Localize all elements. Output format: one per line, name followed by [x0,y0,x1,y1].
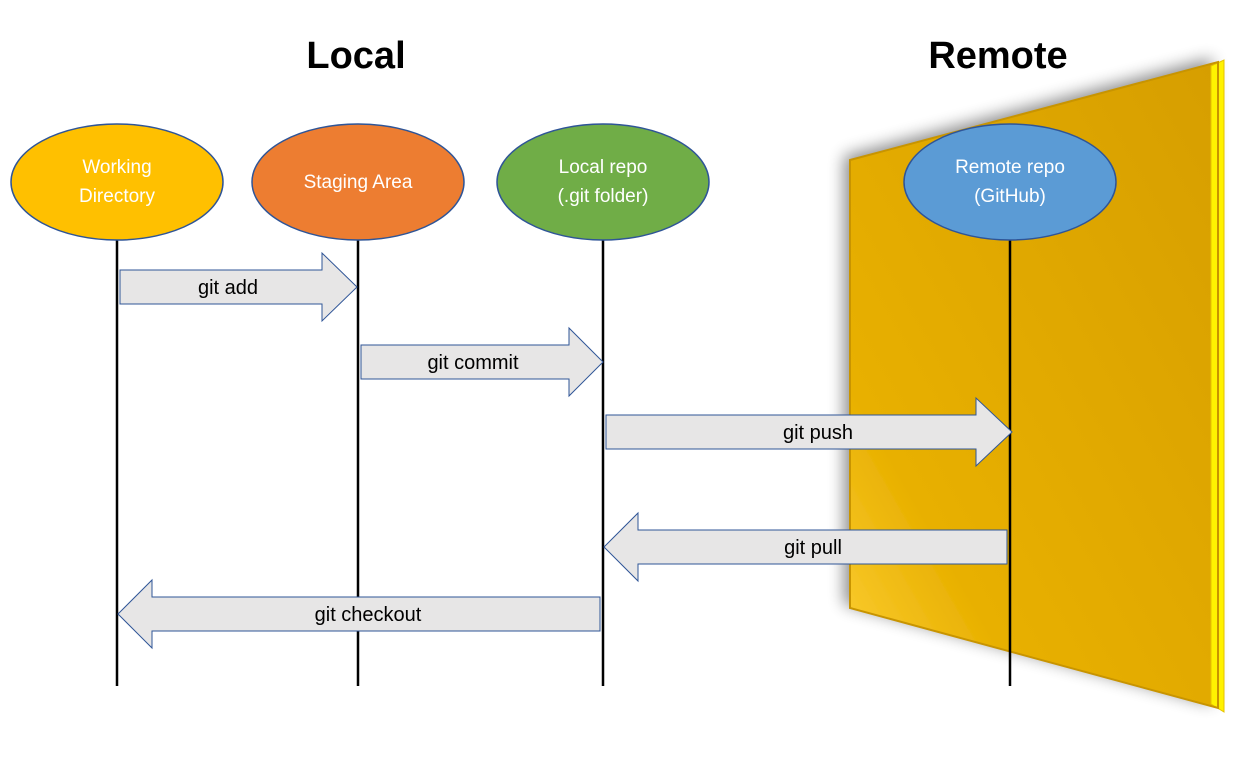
staging-area-label: Staging Area [304,172,413,193]
remote-heading: Remote [928,35,1067,77]
arrow-git-add: git add [119,251,358,323]
git-pull-arrow-shape [603,511,1008,583]
staging-area-ellipse [251,123,465,241]
node-staging-area: Staging Area [251,123,465,241]
remote-repo-ellipse [903,123,1117,241]
git-pull-label: git pull [784,537,842,559]
node-remote-repo: Remote repo (GitHub) [903,123,1117,241]
git-push-label: git push [783,422,853,444]
git-commit-label: git commit [427,352,519,374]
working-directory-label-line2: Directory [79,186,156,207]
git-commit-arrow-shape [360,326,604,398]
node-working-directory: Working Directory [10,123,224,241]
node-local-repo: Local repo (.git folder) [496,123,710,241]
arrow-git-push: git push [605,396,1013,468]
git-push-arrow-shape [605,396,1013,468]
remote-panel-rim [849,60,1219,710]
working-directory-label-line1: Working [82,157,151,178]
git-add-label: git add [198,277,258,299]
git-checkout-label: git checkout [315,604,422,626]
local-repo-ellipse [496,123,710,241]
remote-repo-label-line2: (GitHub) [974,186,1046,207]
local-repo-label-line2: (.git folder) [558,186,649,207]
git-checkout-arrow-shape [117,578,601,650]
git-add-arrow-shape [119,251,358,323]
remote-repo-label-line1: Remote repo [955,157,1065,178]
arrow-git-pull: git pull [603,511,1008,583]
local-heading: Local [306,35,405,77]
arrow-git-checkout: git checkout [117,578,601,650]
working-directory-ellipse [10,123,224,241]
local-repo-label-line1: Local repo [559,157,648,178]
arrow-git-commit: git commit [360,326,604,398]
